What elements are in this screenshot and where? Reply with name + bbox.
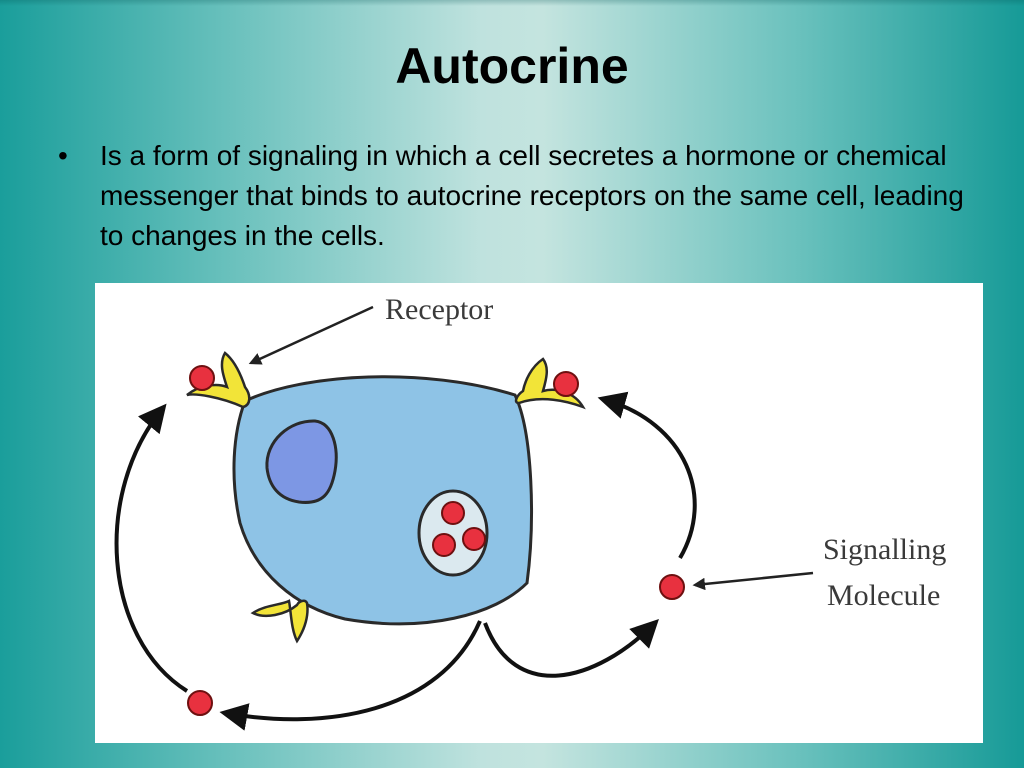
- arrow-bottom-left: [219, 620, 482, 731]
- label-molecule: Molecule: [827, 579, 940, 612]
- vesicle: [417, 489, 489, 577]
- autocrine-diagram: Receptor Signalling Molecule: [95, 283, 983, 743]
- arrow-left-loop: [114, 403, 189, 693]
- receptor-top-left: [186, 351, 251, 409]
- pointer-signalling-molecule: [692, 571, 814, 591]
- diagram-svg: Receptor Signalling Molecule: [114, 293, 946, 731]
- label-signalling: Signalling: [823, 533, 946, 566]
- bullet-text: Is a form of signaling in which a cell s…: [100, 140, 964, 251]
- bound-molecule-top-left: [189, 365, 215, 391]
- pointer-receptor: [248, 305, 374, 365]
- nucleus: [265, 419, 338, 504]
- signalling-molecule-bottom: [187, 690, 213, 716]
- signalling-molecule-right: [659, 574, 685, 600]
- vesicle-molecule: [432, 533, 456, 557]
- bullet-dot: •: [58, 140, 68, 171]
- cell-body: [232, 375, 533, 626]
- receptor-bottom-left: [250, 599, 309, 644]
- vesicle-molecule: [462, 527, 486, 551]
- vesicle-molecule: [441, 501, 465, 525]
- bound-molecule-top-right: [553, 371, 579, 397]
- slide-title: Autocrine: [395, 38, 629, 94]
- arrow-right-loop: [597, 391, 697, 560]
- label-receptor: Receptor: [385, 293, 493, 326]
- arrow-bottom-right: [483, 619, 659, 678]
